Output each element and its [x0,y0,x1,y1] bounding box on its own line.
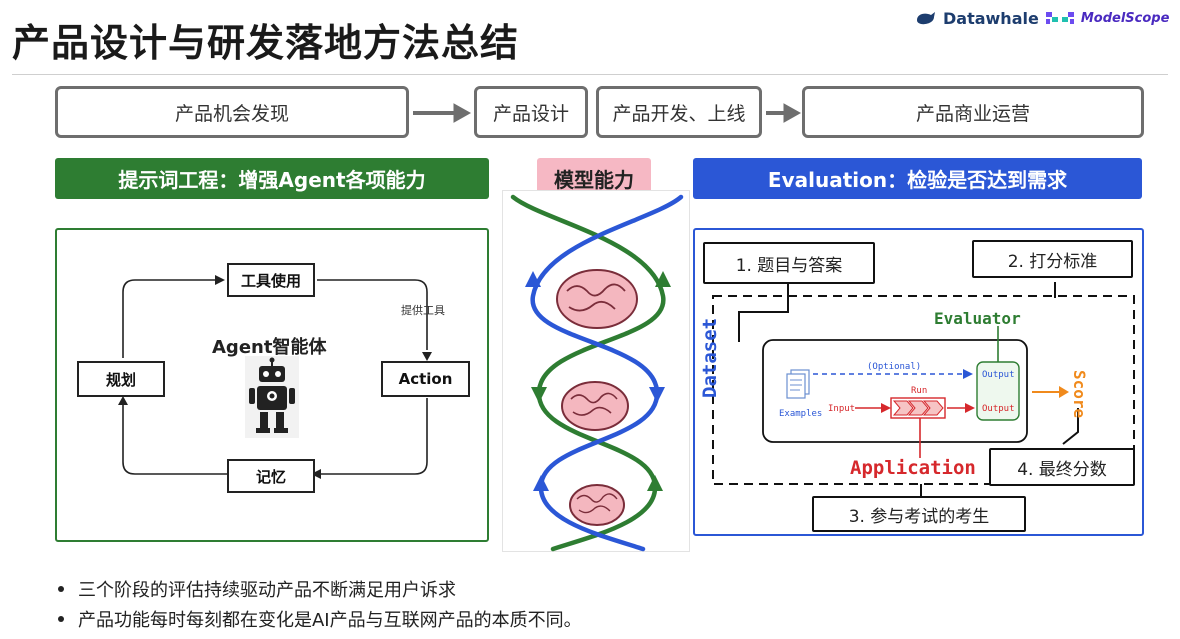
agent-loop-panel: 工具使用 提供工具 Action 记忆 规划 Agent智能体 [55,228,489,542]
eval-question-answer: 1. 题目与答案 [703,242,875,284]
label-input: Input [828,404,856,414]
label-examples: Examples [779,409,823,419]
label-dataset: Dataset [699,317,721,398]
bullet-icon [58,616,64,622]
bullet-icon [58,586,64,592]
eval-final-score: 4. 最终分数 [989,448,1135,486]
label-application: Application [850,457,976,479]
bullet-text: 产品功能每时每刻都在变化是AI产品与互联网产品的本质不同。 [78,610,582,631]
label-score: Score [1070,370,1089,419]
logo-bar: Datawhale ModelScope [915,8,1169,28]
header-evaluation: Evaluation：检验是否达到需求 [693,158,1142,199]
bullet-item: 三个阶段的评估持续驱动产品不断满足用户诉求 [58,574,582,604]
label-output-top: Output [982,370,1015,380]
bullet-item: 产品功能每时每刻都在变化是AI产品与互联网产品的本质不同。 [58,604,582,634]
arrow-icon [413,103,802,123]
model-helix-panel [502,190,690,552]
stage-operate: 产品商业运营 [802,86,1144,138]
robot-icon [245,356,299,438]
evaluation-diagram [712,282,1135,498]
label-output-bottom: Output [982,404,1015,414]
stage-opportunity: 产品机会发现 [55,86,409,138]
node-tools: 工具使用 [227,263,315,297]
header-prompt-engineering: 提示词工程：增强Agent各项能力 [55,158,489,199]
agent-label: Agent智能体 [212,337,327,358]
dna-helix [510,194,684,552]
label-optional: (Optional) [867,362,922,372]
page-title: 产品设计与研发落地方法总结 [12,21,520,65]
stage-design: 产品设计 [474,86,588,138]
label-evaluator: Evaluator [934,309,1021,328]
datawhale-logo: Datawhale [943,8,1039,28]
stage-develop: 产品开发、上线 [596,86,762,138]
eval-scoring-criteria: 2. 打分标准 [972,240,1133,278]
document-icon [786,369,810,399]
modelscope-logo: ModelScope [1080,10,1170,26]
node-memory: 记忆 [227,459,315,493]
evaluation-panel: 1. 题目与答案 2. 打分标准 3. 参与考试的考生 4. 最终分数 Data… [693,228,1144,536]
edge-label-provide-tools: 提供工具 [401,304,445,317]
bullet-text: 三个阶段的评估持续驱动产品不断满足用户诉求 [78,580,456,601]
agent-loop-connectors [118,275,432,479]
summary-bullets: 三个阶段的评估持续驱动产品不断满足用户诉求 产品功能每时每刻都在变化是AI产品与… [58,574,582,634]
brain-icon [561,381,629,431]
stage-arrows [413,103,802,123]
modelscope-icon [1045,12,1074,24]
node-plan: 规划 [77,361,165,397]
label-run: Run [911,386,928,396]
node-action: Action [381,361,470,397]
brain-icon [556,269,638,329]
whale-icon [917,12,935,25]
title-divider [12,74,1168,75]
brain-icon [569,484,625,526]
eval-candidates: 3. 参与考试的考生 [812,496,1026,532]
